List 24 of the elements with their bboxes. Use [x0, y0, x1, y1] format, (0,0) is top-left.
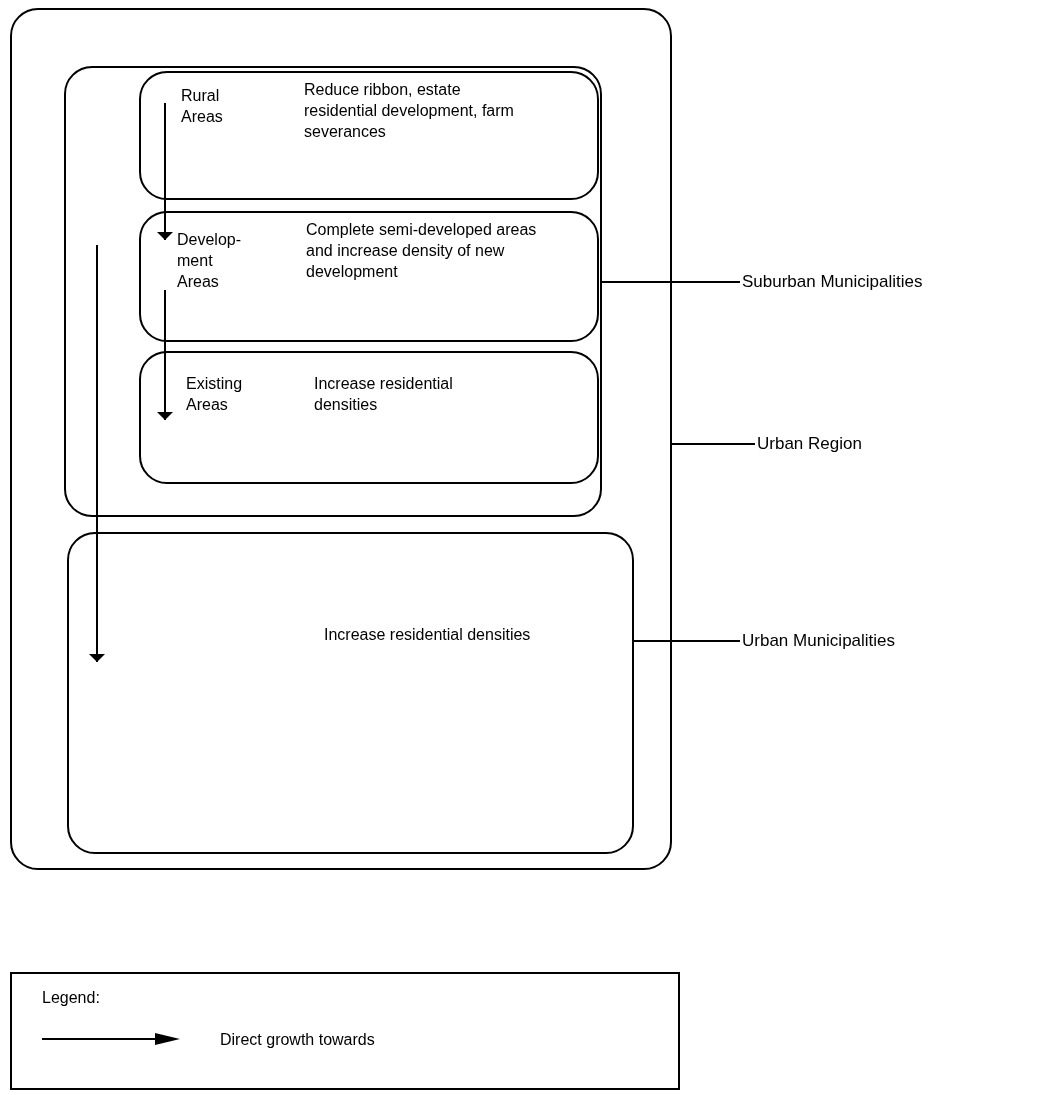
area-title: Existing Areas	[186, 374, 244, 415]
region-label: Urban Municipalities	[742, 629, 992, 653]
growth-arrow	[157, 102, 173, 241]
area-box	[139, 71, 599, 200]
leader-line	[599, 281, 741, 283]
legend-heading: Legend:	[42, 988, 100, 1008]
growth-arrow	[89, 244, 105, 663]
area-box	[139, 351, 599, 484]
growth-arrow	[157, 289, 173, 421]
policy-text: Increase residential densities	[314, 374, 454, 415]
legend-label: Direct growth towards	[220, 1030, 375, 1050]
area-title: Develop- ment Areas	[177, 230, 243, 292]
leader-line	[671, 443, 756, 445]
region-label: Suburban Municipalities	[742, 270, 1032, 294]
policy-text: Increase residential densities	[324, 625, 532, 645]
area-box	[139, 211, 599, 342]
region-box	[64, 66, 602, 517]
policy-text: Reduce ribbon, estate residential development, farm severances	[304, 80, 515, 142]
leader-line	[631, 640, 741, 642]
area-title: Rural Areas	[181, 86, 224, 127]
policy-text: Complete semi-developed areas and increase density of new development	[306, 220, 538, 282]
region-label: Urban Region	[757, 432, 957, 456]
area-box	[67, 532, 634, 854]
region-box	[10, 8, 672, 870]
